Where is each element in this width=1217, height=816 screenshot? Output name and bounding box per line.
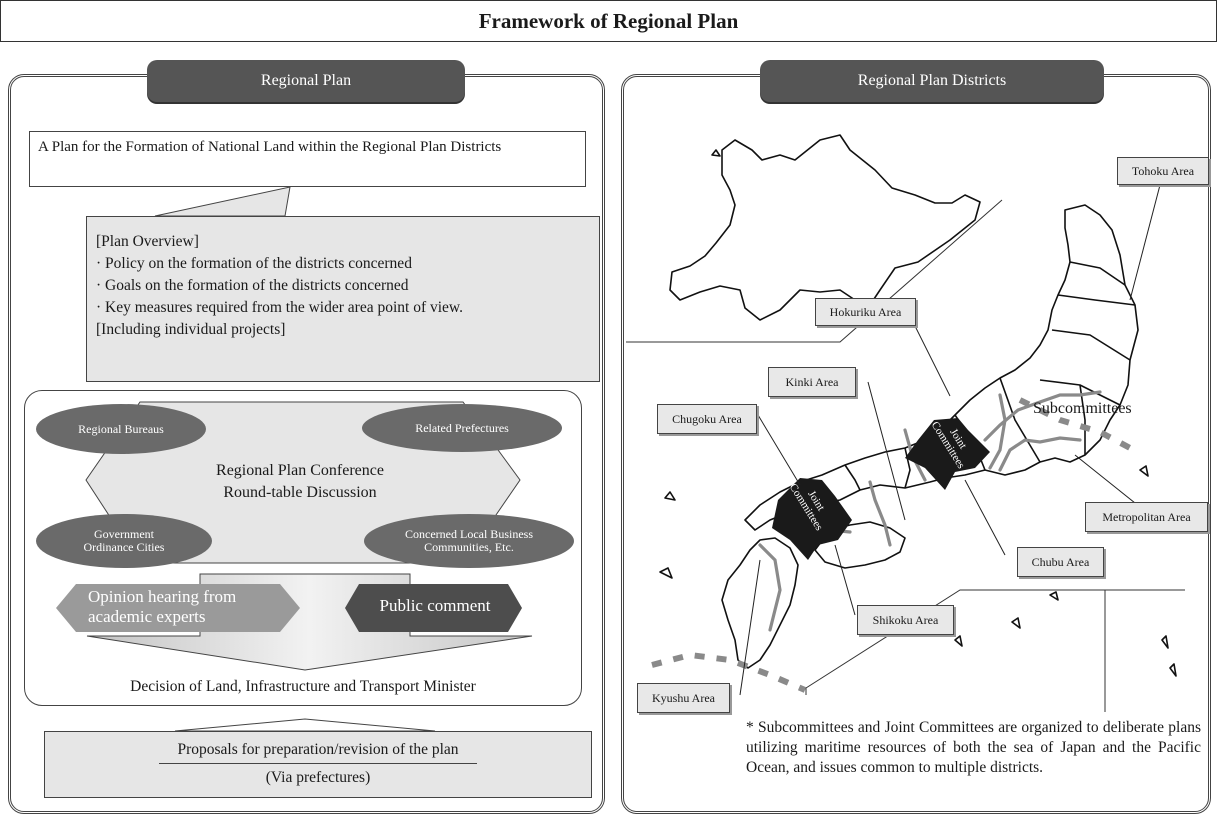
chugoku-area-label: Chugoku Area (657, 404, 757, 434)
okinawa-inset-frame (805, 589, 1185, 695)
plan-definition-box: A Plan for the Formation of National Lan… (29, 131, 586, 187)
via-prefectures-text: (Via prefectures) (265, 769, 371, 786)
public-comment-hexagon (345, 584, 522, 632)
opinion-hearing-hexagon (56, 584, 300, 632)
subcommittees-label: Subcommittees (1033, 400, 1132, 417)
kinki-area-label: Kinki Area (768, 367, 856, 397)
chubu-area-label: Chubu Area (1017, 547, 1104, 577)
hokkaido-inset-frame (626, 199, 1003, 343)
conference-title: Regional Plan Conference (216, 462, 384, 479)
regional-bureaus-label: Regional Bureaus (78, 421, 164, 436)
overview-heading: [Plan Overview] (96, 233, 199, 250)
related-prefectures-oval: Related Prefectures (362, 404, 562, 452)
proposals-divider (159, 763, 477, 764)
kyushu-outline (721, 537, 799, 669)
proposals-box: Proposals for preparation/revision of th… (44, 731, 592, 798)
ordinance-cities-label: Government Ordinance Cities (83, 527, 165, 554)
shikoku-outline (814, 521, 906, 569)
minister-decision-text: Decision of Land, Infrastructure and Tra… (130, 678, 476, 695)
business-communities-label: Concerned Local Business Communities, Et… (405, 527, 533, 554)
title-text: Framework of Regional Plan (478, 8, 739, 33)
subcommittee-dashes-west (651, 651, 807, 693)
committees-note: * Subcommittees and Joint Committees are… (746, 719, 1201, 776)
regional-bureaus-oval: Regional Bureaus (36, 404, 206, 454)
related-prefectures-label: Related Prefectures (415, 420, 509, 435)
proposals-text: Proposals for preparation/revision of th… (177, 741, 459, 758)
business-communities-oval: Concerned Local Business Communities, Et… (364, 514, 574, 568)
subcommittee-dashes-east (1018, 397, 1132, 451)
overview-item-policy: · Policy on the formation of the distric… (96, 255, 412, 272)
districts-tab-label: Regional Plan Districts (857, 72, 1007, 89)
metropolitan-area-label: Metropolitan Area (1085, 502, 1208, 532)
conference-center-label: Regional Plan Conference Round-table Dis… (150, 460, 450, 504)
shikoku-area-label: Shikoku Area (857, 605, 954, 635)
plan-overview-box: [Plan Overview] · Policy on the formatio… (86, 216, 600, 382)
regional-plan-tab-label: Regional Plan (260, 72, 352, 89)
conference-subtitle: Round-table Discussion (223, 484, 377, 501)
joint-committees-arrow-west (772, 478, 852, 560)
tohoku-area-label: Tohoku Area (1117, 157, 1209, 185)
overview-item-measures: · Key measures required from the wider a… (96, 299, 463, 316)
plan-definition-text: A Plan for the Formation of National Lan… (38, 139, 502, 155)
opinion-hearing-label: Opinion hearing from academic experts (88, 587, 237, 626)
hokuriku-area-label: Hokuriku Area (815, 298, 916, 326)
districts-tab: Regional Plan Districts (760, 60, 1104, 102)
ordinance-cities-oval: Government Ordinance Cities (36, 514, 212, 568)
regional-plan-tab: Regional Plan (147, 60, 465, 102)
diagram-title: Framework of Regional Plan (0, 0, 1217, 42)
overview-item-goals: · Goals on the formation of the district… (96, 277, 409, 294)
joint-committees-arrow-east (905, 418, 990, 490)
kyushu-area-label: Kyushu Area (637, 683, 730, 713)
public-comment-label: Public comment (379, 596, 491, 615)
overview-item-projects: [Including individual projects] (96, 321, 286, 338)
hokkaido-outline (669, 134, 981, 321)
